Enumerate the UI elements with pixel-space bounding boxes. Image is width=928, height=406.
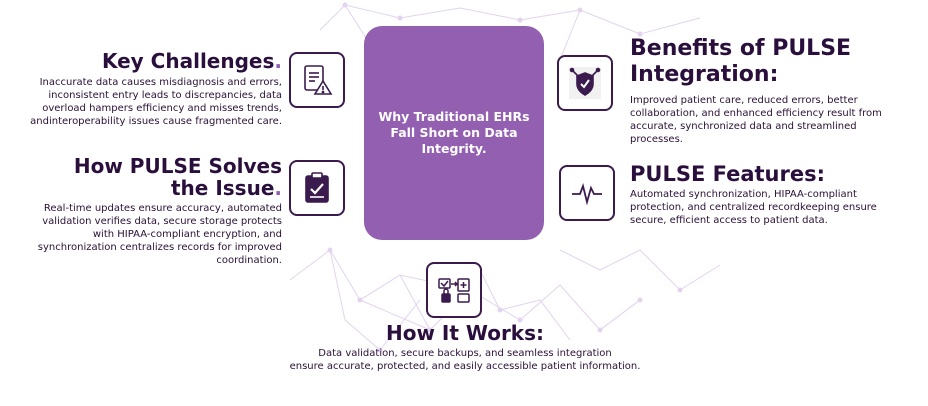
how-it-works-title: How It Works:: [385, 321, 545, 345]
features-icon-box: [559, 165, 615, 221]
data-transfer-icon: [438, 278, 470, 303]
features-title: PULSE Features:: [630, 162, 825, 186]
works-icon-box: [426, 262, 482, 318]
clipboard-check-icon: [305, 172, 329, 203]
heartbeat-icon: [572, 182, 602, 206]
key-challenges-desc: Inaccurate data causes misdiagnosis and …: [30, 77, 282, 127]
benefits-desc: Improved patient care, reduced errors, b…: [630, 95, 882, 145]
key-challenges-title: Key Challenges.: [101, 49, 282, 73]
benefits-title: Benefits of PULSE Integration:: [630, 36, 852, 87]
solves-desc: Real-time updates ensure accuracy, autom…: [37, 203, 282, 266]
solves-title: How PULSE Solves the Issue.: [73, 154, 282, 200]
document-warning-icon: [304, 65, 333, 95]
challenges-icon-box: [289, 52, 345, 108]
center-topic-box: Why Traditional EHRs Fall Short on Data …: [364, 26, 544, 240]
how-it-works-desc: Data validation, secure backups, and sea…: [289, 348, 641, 372]
center-topic-text: Why Traditional EHRs Fall Short on Data …: [378, 109, 530, 156]
benefits-icon-box: [557, 55, 613, 111]
integration-shield-icon: [569, 67, 601, 99]
features-desc: Automated synchronization, HIPAA-complia…: [630, 189, 877, 226]
solves-icon-box: [289, 160, 345, 216]
